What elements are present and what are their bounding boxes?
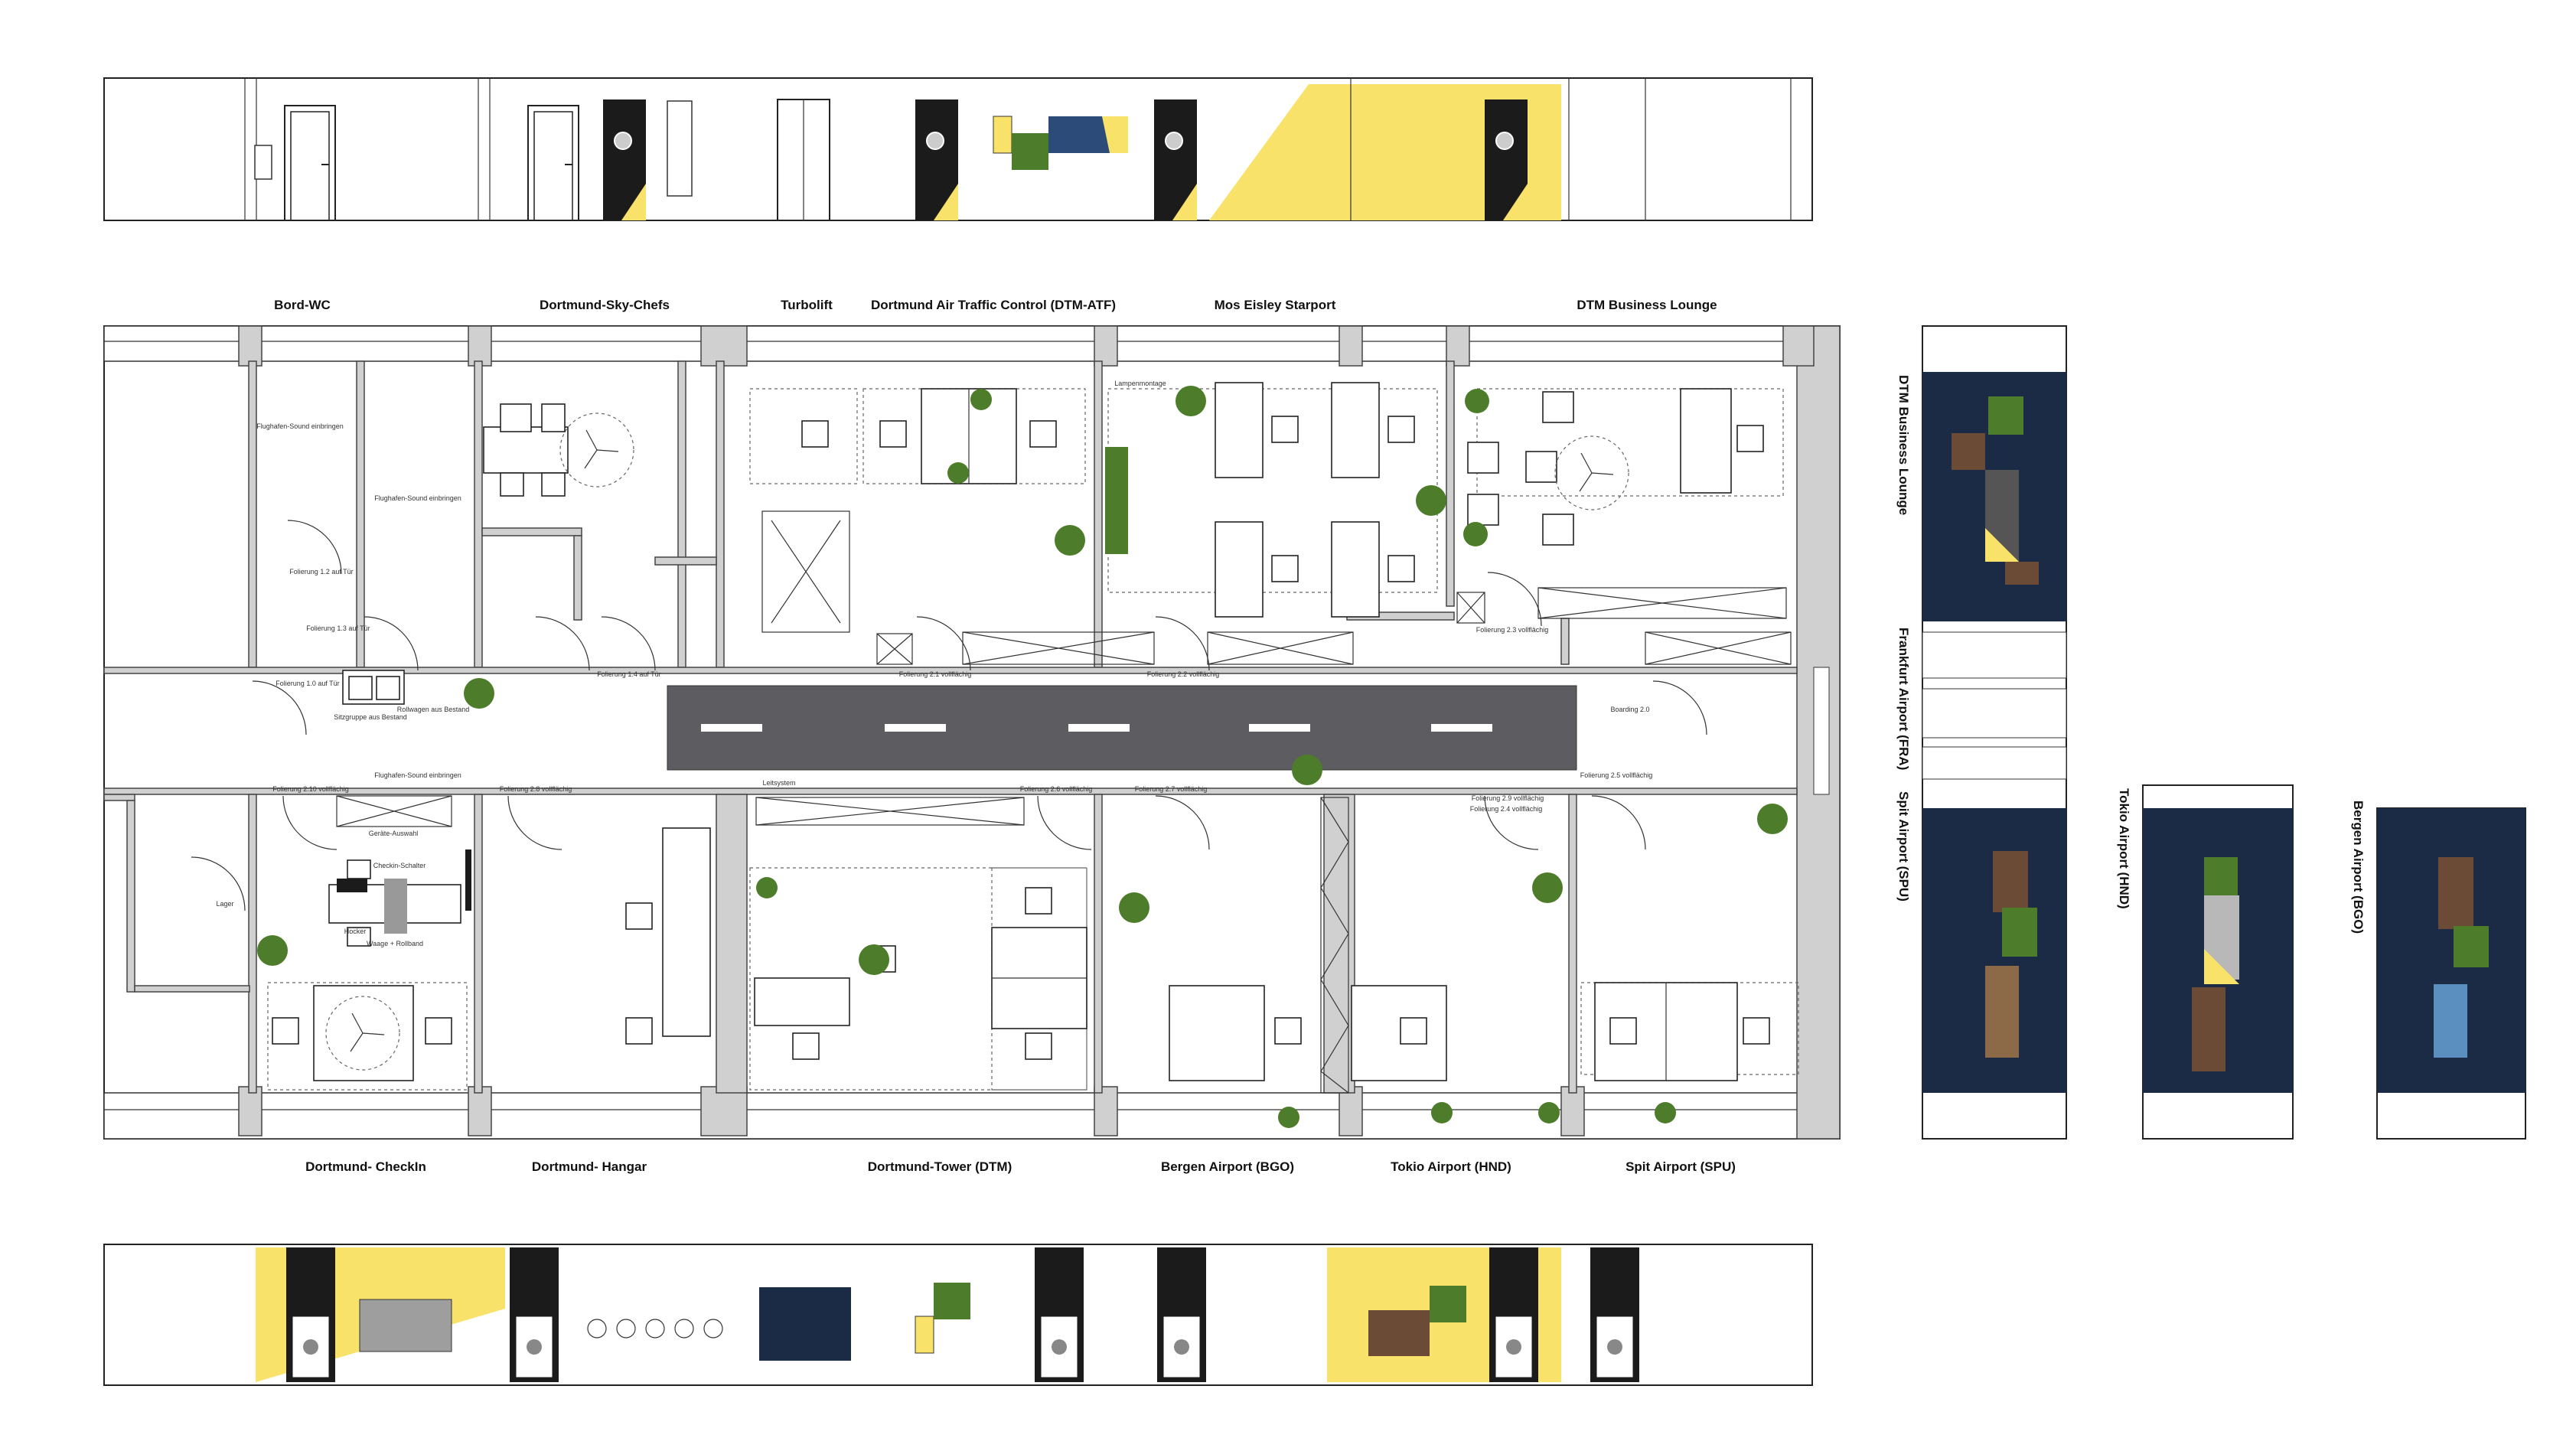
room-label-mos-eisley: Mos Eisley Starport xyxy=(1215,298,1336,312)
note-foil-10: Folierung 1.0 auf Tür xyxy=(276,680,339,687)
side-label-lounge: DTM Business Lounge xyxy=(1896,375,1911,515)
chairs xyxy=(272,391,1770,1060)
note-foil-27: Folierung 2.7 vollflächig xyxy=(1135,785,1208,793)
room-label-tokio: Tokio Airport (HND) xyxy=(1391,1159,1511,1174)
room-label-spit: Spit Airport (SPU) xyxy=(1625,1159,1736,1174)
room-label-business-lounge: DTM Business Lounge xyxy=(1577,298,1717,312)
note-foil-24: Folierung 2.4 vollflächig xyxy=(1470,805,1543,813)
note-foil-28: Folierung 2.8 vollflächig xyxy=(500,785,572,793)
side-label-bergen: Bergen Airport (BGO) xyxy=(2351,801,2366,934)
room-label-checkin: Dortmund- CheckIn xyxy=(305,1159,426,1174)
note-leitsystem: Leitsystem xyxy=(762,779,795,787)
top-elevation xyxy=(103,77,1813,221)
note-rollwagen: Rollwagen aus Bestand xyxy=(397,706,470,713)
main-floor-plan xyxy=(103,325,1841,1140)
room-label-tower: Dortmund-Tower (DTM) xyxy=(868,1159,1012,1174)
side-elevations: DTM Business Lounge Frankfurt Airport (F… xyxy=(1896,325,2526,1140)
note-foil-12: Folierung 1.2 auf Tür xyxy=(289,568,353,576)
room-label-sky-chefs: Dortmund-Sky-Chefs xyxy=(540,298,670,312)
note-foil-210: Folierung 2.10 vollflächig xyxy=(272,785,349,793)
note-sound-1: Flughafen-Sound einbringen xyxy=(256,422,344,430)
plants xyxy=(257,386,1788,1128)
room-label-turbolift: Turbolift xyxy=(781,298,833,312)
note-foil-13: Folierung 1.3 auf Tür xyxy=(306,624,370,632)
note-checkin-schalter: Checkin-Schalter xyxy=(373,862,426,869)
bottom-elevation xyxy=(103,1244,1813,1386)
note-waage: Waage + Rollband xyxy=(367,940,423,947)
room-label-atc: Dortmund Air Traffic Control (DTM-ATF) xyxy=(871,298,1116,312)
note-foil-22: Folierung 2.2 vollflächig xyxy=(1147,670,1220,678)
note-lager: Lager xyxy=(216,900,233,908)
note-foil-29: Folierung 2.9 vollflächig xyxy=(1472,794,1544,802)
room-labels-bottom: Dortmund- CheckIn Dortmund- Hangar Dortm… xyxy=(305,1159,1736,1174)
note-foil-21: Folierung 2.1 vollflächig xyxy=(899,670,972,678)
plan-annotations: Flughafen-Sound einbringen Flughafen-Sou… xyxy=(216,380,1652,947)
note-lampen: Lampenmontage xyxy=(1114,380,1166,387)
room-labels-top: Bord-WC Dortmund-Sky-Chefs Turbolift Dor… xyxy=(274,298,1717,312)
note-geraete: Geräte-Auswahl xyxy=(369,830,419,837)
note-sound-3: Flughafen-Sound einbringen xyxy=(374,771,461,779)
room-label-bergen: Bergen Airport (BGO) xyxy=(1161,1159,1294,1174)
note-foil-25: Folierung 2.5 vollflächig xyxy=(1580,771,1653,779)
room-label-hangar: Dortmund- Hangar xyxy=(532,1159,647,1174)
note-hocker: Hocker xyxy=(344,928,367,935)
note-foil-23: Folierung 2.3 vollflächig xyxy=(1476,626,1549,634)
side-label-spit: Spit Airport (SPU) xyxy=(1896,791,1911,902)
room-label-bord-wc: Bord-WC xyxy=(274,298,331,312)
note-sound-2: Flughafen-Sound einbringen xyxy=(374,494,461,502)
side-label-frankfurt: Frankfurt Airport (FRA) xyxy=(1896,628,1911,770)
note-boarding: Boarding 2.0 xyxy=(1610,706,1649,713)
note-foil-14: Folierung 1.4 auf Tür xyxy=(597,670,660,678)
note-foil-26: Folierung 2.6 vollflächig xyxy=(1020,785,1093,793)
note-sitzgruppe: Sitzgruppe aus Bestand xyxy=(334,713,407,721)
side-label-tokio: Tokio Airport (HND) xyxy=(2117,788,2131,909)
